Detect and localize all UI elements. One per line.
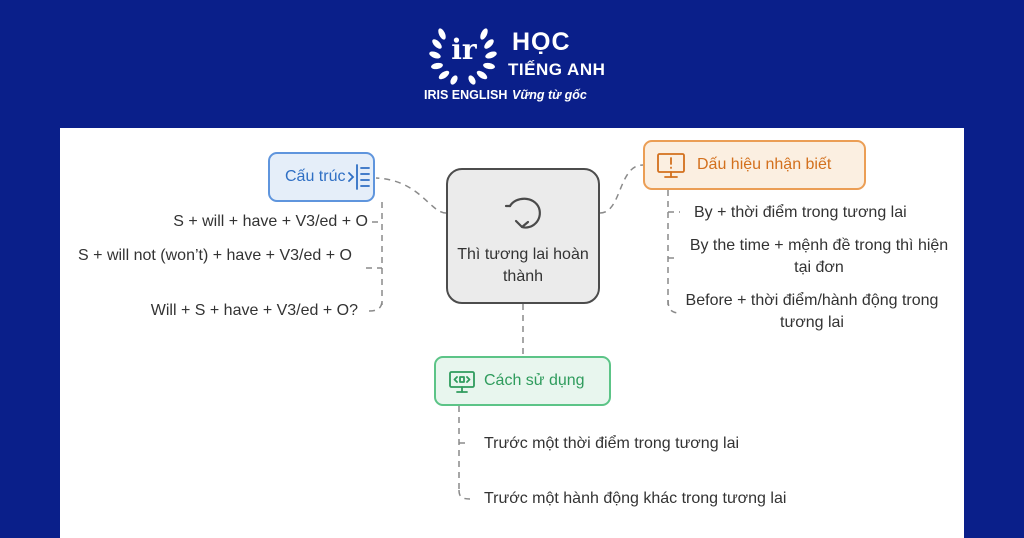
usage-item-2: Trước một hành động khác trong tương lai: [484, 490, 787, 507]
alert-monitor-icon: [657, 153, 685, 178]
monitor-code-icon: [449, 371, 475, 393]
laurel-icon: [428, 22, 498, 86]
circular-arrow-icon: [504, 197, 541, 229]
branch-structure: Cấu trúc: [268, 152, 375, 202]
brand-slogan: Vững từ gốc: [512, 88, 587, 102]
branch-signs-label: Dấu hiệu nhận biết: [697, 156, 832, 173]
structure-item-3: Will + S + have + V3/ed + O?: [150, 302, 358, 319]
brand-name: IRIS ENGLISH: [424, 88, 508, 102]
center-node: Thì tương lai hoàn thành: [446, 168, 600, 304]
signs-item-2: By the time + mệnh đề trong thì hiện tại…: [689, 237, 949, 276]
branch-structure-label: Cấu trúc: [285, 168, 346, 185]
branch-signs: Dấu hiệu nhận biết: [643, 140, 866, 190]
signs-item-3: Before + thời điểm/hành động trong tương…: [685, 292, 939, 331]
brand-title-line1: HỌC: [512, 28, 571, 56]
center-title: Thì tương lai hoàn thành: [457, 246, 589, 285]
brand-logo: ir HỌC TIẾNG ANH IRIS ENGLISH Vững từ gố…: [422, 22, 622, 106]
branch-usage-label: Cách sử dụng: [484, 372, 585, 389]
brand-mark: ir: [451, 33, 477, 66]
list-indent-icon: [348, 164, 370, 190]
usage-item-1: Trước một thời điểm trong tương lai: [484, 435, 740, 452]
structure-item-1: S + will + have + V3/ed + O: [173, 213, 368, 230]
structure-item-2: S + will not (won’t) + have + V3/ed + O: [78, 247, 352, 264]
signs-item-1: By + thời điểm trong tương lai: [694, 204, 907, 221]
brand-title-line2: TIẾNG ANH: [508, 60, 606, 79]
branch-usage: Cách sử dụng: [434, 356, 611, 406]
